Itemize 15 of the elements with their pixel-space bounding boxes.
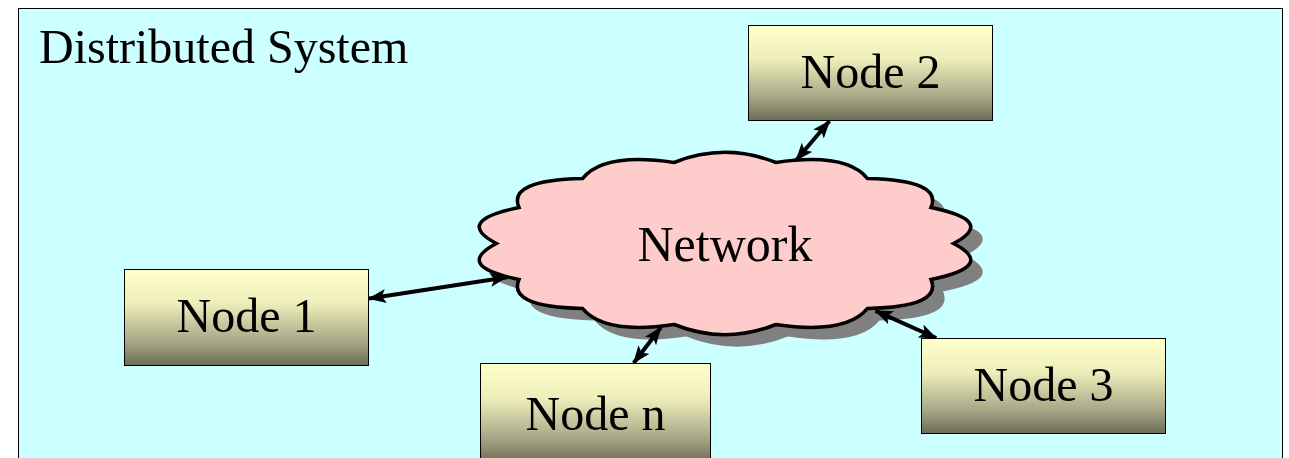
double-arrow [368, 272, 509, 303]
node-label: Node 1 [176, 288, 317, 343]
system-panel [18, 8, 1283, 458]
node-box [921, 338, 1166, 434]
panel-title: Distributed System [39, 19, 409, 74]
node-box [124, 269, 369, 366]
double-arrow [632, 326, 663, 365]
node-label: Node 3 [973, 356, 1114, 412]
double-arrow [874, 308, 938, 340]
double-arrow [794, 119, 832, 162]
node-label: Node 2 [800, 43, 941, 99]
node-box [748, 25, 993, 121]
node-box [480, 363, 711, 458]
cloud-label: Network [637, 214, 813, 273]
node-label: Node n [525, 385, 666, 441]
